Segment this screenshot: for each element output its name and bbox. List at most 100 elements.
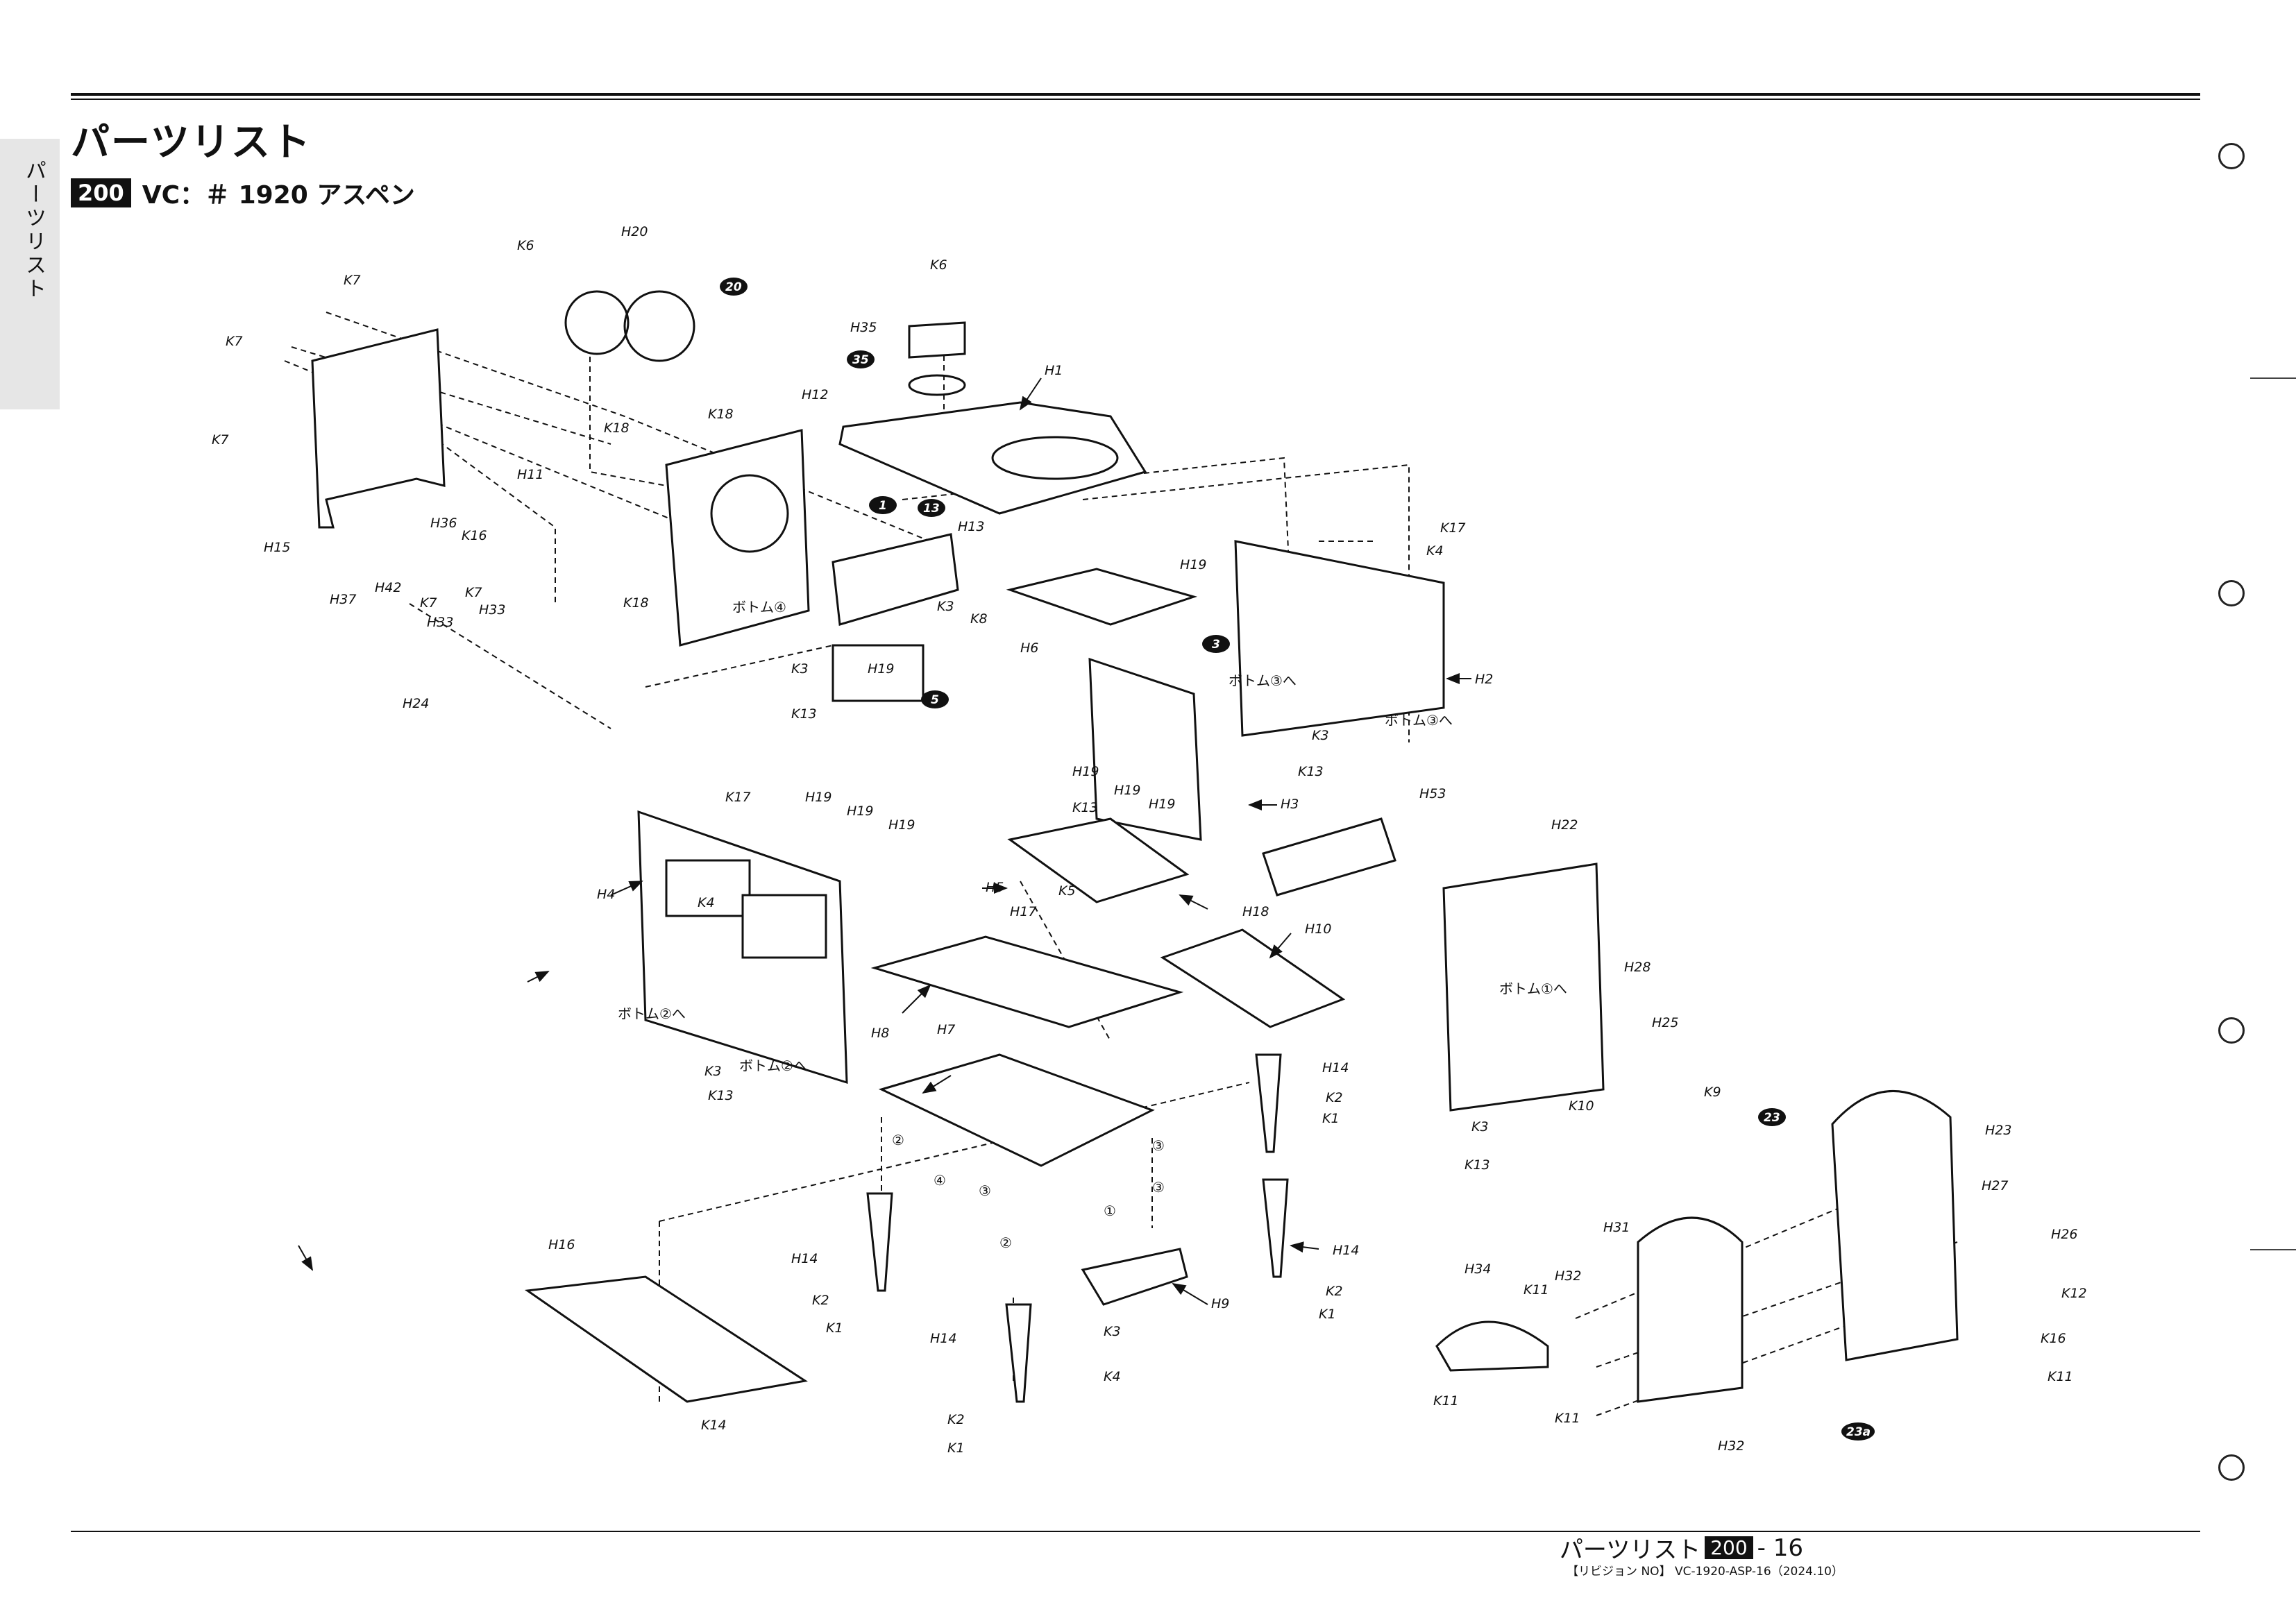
label-K11-b: K11 [1433,1393,1459,1409]
label-K7-a: K7 [344,273,361,288]
label-H17: H17 [1010,904,1036,919]
label-H37: H37 [330,592,356,607]
ref-bottom-4: ボトム④ [732,599,786,615]
binder-hole-4 [2218,1454,2245,1481]
cover-H34 [1435,1320,1549,1372]
ref-bottom-2-b: ボトム②へ [739,1057,807,1074]
footer-badge: 200 [1705,1536,1753,1559]
ash-tray-H53 [1262,817,1396,897]
label-H31: H31 [1603,1220,1630,1235]
callout-23: 23 [1764,1111,1780,1125]
label-H32-a: H32 [1555,1268,1581,1284]
label-K17-b: K17 [725,790,751,805]
binder-hole-1 [2218,143,2245,169]
side-tab-label: パーツリスト [22,160,46,301]
label-K4-c: K4 [1104,1369,1121,1384]
margin-tick-1 [2250,377,2296,379]
callout-1: 1 [879,499,887,513]
ash-lip-H9 [1081,1248,1188,1306]
label-H18: H18 [1242,904,1269,919]
circled-2-b: ② [999,1234,1012,1251]
binder-hole-3 [2218,1017,2245,1044]
callout-23a: 23a [1846,1425,1871,1439]
front-frame-H22 [1442,863,1605,1112]
label-K1-b: K1 [947,1441,965,1456]
revision-note: 【リビジョン NO】 VC-1920-ASP-16（2024.10） [1567,1565,1843,1579]
label-K10: K10 [1569,1098,1594,1114]
glass-H31 [1637,1216,1744,1403]
label-H19-f: H19 [1114,783,1140,798]
label-K2-d: K2 [1326,1284,1343,1299]
label-K6-a: K6 [517,238,534,253]
label-K6-b: K6 [930,257,947,273]
top-rule-thick [71,93,2200,96]
label-K16-b: K16 [2041,1331,2066,1346]
label-H16: H16 [548,1237,575,1252]
flue-ring-H20 [564,290,630,355]
label-K4-a: K4 [1426,543,1444,559]
label-H26: H26 [2051,1227,2077,1242]
label-H19-c: H19 [847,804,873,819]
label-K18-b: K18 [604,420,630,436]
label-H15: H15 [264,540,290,555]
label-K16-a: K16 [462,528,487,543]
label-K13-d: K13 [708,1088,734,1103]
binder-hole-2 [2218,580,2245,606]
label-H28: H28 [1624,960,1651,975]
hearth-H8 [870,935,1184,1028]
label-H35: H35 [850,320,877,335]
label-H6: H6 [1020,640,1038,656]
label-H8: H8 [871,1026,889,1041]
leg-H14-d [1262,1178,1289,1278]
leg-H14-b [1005,1303,1032,1403]
label-K1-c: K1 [1322,1111,1340,1126]
side-panel-H3 [1088,657,1202,841]
label-H19-e: H19 [1072,764,1099,779]
footer-title: パーツリスト 200 - 16 [1560,1531,1803,1565]
callout-13: 13 [923,502,940,516]
label-H9: H9 [1211,1296,1229,1311]
label-H33-a: H33 [479,602,505,618]
circled-1: ① [1104,1203,1116,1219]
label-H14-c: H14 [1322,1060,1349,1076]
label-K4-b: K4 [698,895,715,910]
label-K8: K8 [970,611,988,627]
label-H14-b: H14 [930,1331,956,1346]
label-K18-c: K18 [623,595,649,611]
label-K3-a: K3 [791,661,809,677]
circled-4: ④ [934,1172,946,1189]
label-K13-a: K13 [791,706,817,722]
label-H7: H7 [937,1022,955,1037]
label-H27: H27 [1982,1178,2008,1193]
label-H10: H10 [1305,921,1331,937]
side-panel-H2 [1234,540,1445,737]
label-H4: H4 [597,887,615,902]
label-K13-e: K13 [1464,1157,1490,1173]
circled-2-a: ② [892,1132,904,1148]
model-subtitle: 200 VC：＃ 1920 アスペン [71,175,415,211]
label-K12: K12 [2061,1286,2087,1301]
door-H23 [1831,1089,1959,1361]
callout-3: 3 [1212,638,1220,652]
label-K13-c: K13 [1298,764,1324,779]
label-K14: K14 [701,1418,727,1433]
label-H34: H34 [1464,1261,1491,1277]
circled-3-b: ③ [1152,1137,1165,1154]
label-K7-b: K7 [226,334,243,349]
callout-5: 5 [931,693,939,707]
callout-20: 20 [725,280,742,294]
label-K5: K5 [1058,883,1076,899]
grate-H18 [1007,817,1190,903]
label-K11-d: K11 [2048,1369,2073,1384]
page-title: パーツリスト [71,120,312,165]
label-K3-e: K3 [1104,1324,1121,1339]
label-H19-a: H19 [868,661,894,677]
label-K2-a: K2 [812,1293,829,1308]
label-H22: H22 [1551,817,1578,833]
label-H19-top: H19 [1180,557,1206,572]
label-K9: K9 [1704,1085,1721,1100]
side-tab[interactable]: パーツリスト [0,139,60,409]
circled-3-c: ③ [1152,1179,1165,1196]
rear-heat-shield-H15 [311,328,446,529]
bottom-H7 [878,1053,1155,1167]
